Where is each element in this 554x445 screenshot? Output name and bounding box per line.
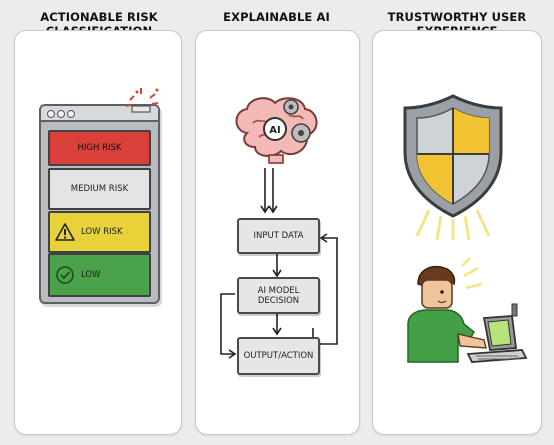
title-line: ACTIONABLE RISK <box>40 10 158 24</box>
window-dot-icon <box>47 110 55 118</box>
risk-level-medium: MEDIUM RISK <box>48 168 151 210</box>
risk-label: LOW <box>81 270 101 280</box>
risk-level-high: HIGH RISK <box>48 130 151 166</box>
risk-label: MEDIUM RISK <box>70 184 129 194</box>
window-titlebar <box>41 106 158 122</box>
risk-label: LOW RISK <box>81 227 123 237</box>
risk-label: HIGH RISK <box>77 143 122 153</box>
alert-sparkle-icon <box>125 88 159 113</box>
flow-output-action: OUTPUT/ACTION <box>237 337 320 375</box>
flow-label: AI MODEL <box>257 285 300 296</box>
flow-label: INPUT DATA <box>253 231 304 241</box>
risk-level-low: LOW RISK <box>48 211 151 253</box>
user-at-laptop-icon <box>407 258 528 363</box>
flow-label: OUTPUT/ACTION <box>243 351 314 361</box>
risk-window: HIGH RISK MEDIUM RISK LOW RISK LOW <box>39 104 160 304</box>
window-dot-icon <box>57 110 65 118</box>
brain-gears-icon: AI <box>235 97 318 164</box>
column-title-xai: EXPLAINABLE AI <box>194 10 359 24</box>
warning-icon <box>55 223 75 241</box>
shield-icon <box>403 94 503 240</box>
flow-ai-model-decision: AI MODEL DECISION <box>237 277 320 314</box>
check-circle-icon <box>56 266 74 284</box>
title-line: EXPLAINABLE AI <box>223 10 330 24</box>
risk-level-low-ok: LOW <box>48 253 151 297</box>
title-line: TRUSTWORTHY USER <box>387 10 527 24</box>
brain-ai-label: AI <box>269 125 280 136</box>
flow-input-data: INPUT DATA <box>237 218 320 254</box>
flow-label: DECISION <box>257 295 300 306</box>
window-dot-icon <box>67 110 75 118</box>
